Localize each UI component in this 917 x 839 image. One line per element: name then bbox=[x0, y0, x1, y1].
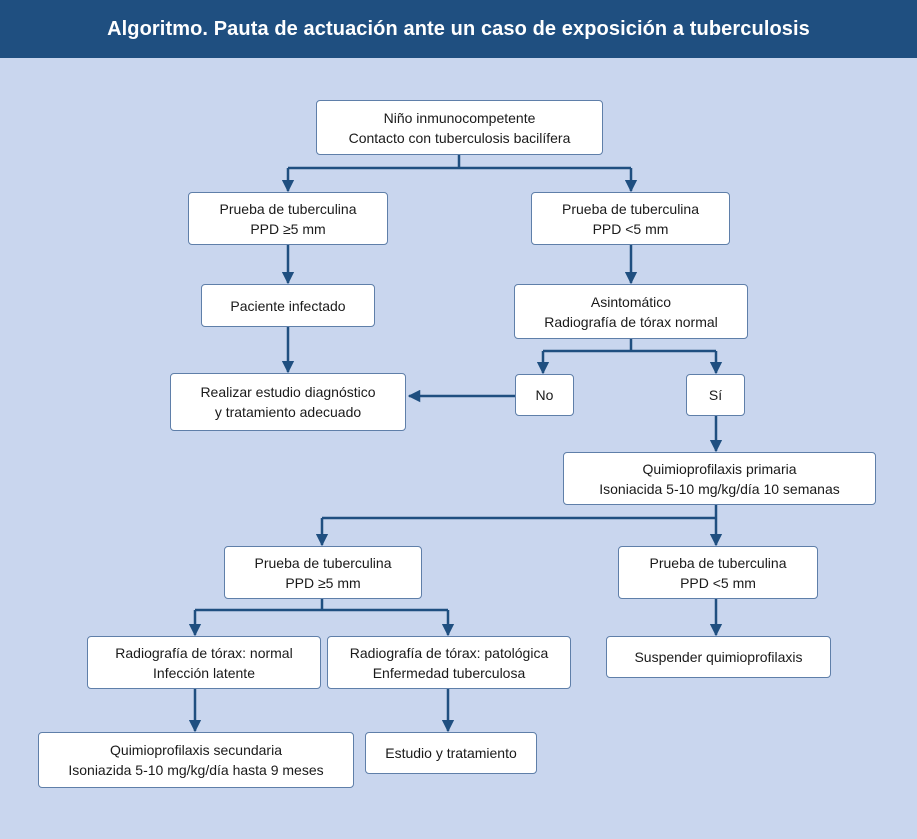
node-primary-prophylaxis-line1: Quimioprofilaxis primaria bbox=[642, 460, 797, 477]
node-asymptomatic: Asintomático Radiografía de tórax normal bbox=[514, 284, 748, 339]
connector-asymptomatic-split bbox=[543, 339, 716, 353]
node-start-line2: Contacto con tuberculosis bacilífera bbox=[348, 129, 571, 146]
node-ppd-neg-2-line2: PPD <5 mm bbox=[680, 574, 756, 591]
node-ppd-neg-1-line1: Prueba de tuberculina bbox=[562, 200, 699, 217]
node-ppd-neg-2-line1: Prueba de tuberculina bbox=[649, 554, 787, 571]
node-primary-prophylaxis-line2: Isoniacida 5-10 mg/kg/día 10 semanas bbox=[599, 480, 840, 497]
node-start: Niño inmunocompetente Contacto con tuber… bbox=[316, 100, 603, 155]
node-diagnostic-line2: y tratamiento adecuado bbox=[214, 404, 362, 420]
connector-primary-split bbox=[322, 505, 718, 520]
diagram-title: Algoritmo. Pauta de actuación ante un ca… bbox=[0, 0, 917, 58]
node-infected: Paciente infectado bbox=[201, 284, 375, 327]
node-ppd-neg-1-line2: PPD <5 mm bbox=[592, 220, 669, 237]
connector-ppd-pos-2-split bbox=[195, 599, 448, 612]
node-xray-normal: Radiografía de tórax: normal Infección l… bbox=[87, 636, 321, 689]
node-secondary-prophylaxis-line2: Isoniazida 5-10 mg/kg/día hasta 9 meses bbox=[68, 762, 324, 778]
node-no: No bbox=[515, 374, 574, 416]
node-suspend: Suspender quimioprofilaxis bbox=[606, 636, 831, 678]
node-ppd-pos-1: Prueba de tuberculina PPD ≥5 mm bbox=[188, 192, 388, 245]
node-suspend-line1: Suspender quimioprofilaxis bbox=[634, 649, 803, 665]
node-yes: Sí bbox=[686, 374, 745, 416]
node-xray-pathologic-line1: Radiografía de tórax: patológica bbox=[349, 644, 549, 661]
node-yes-line1: Sí bbox=[708, 387, 723, 403]
node-ppd-pos-1-line1: Prueba de tuberculina bbox=[219, 200, 357, 217]
node-no-line1: No bbox=[535, 387, 554, 403]
node-ppd-pos-2-line2: PPD ≥5 mm bbox=[285, 574, 361, 591]
node-asymptomatic-line2: Radiografía de tórax normal bbox=[544, 313, 718, 330]
connector-start-split bbox=[288, 155, 631, 170]
node-diagnostic-line1: Realizar estudio diagnóstico bbox=[200, 384, 376, 400]
node-xray-normal-line2: Infección latente bbox=[153, 664, 255, 681]
node-xray-normal-line1: Radiografía de tórax: normal bbox=[115, 644, 293, 661]
node-ppd-neg-1: Prueba de tuberculina PPD <5 mm bbox=[531, 192, 730, 245]
node-ppd-pos-2: Prueba de tuberculina PPD ≥5 mm bbox=[224, 546, 422, 599]
node-ppd-neg-2: Prueba de tuberculina PPD <5 mm bbox=[618, 546, 818, 599]
node-infected-line1: Paciente infectado bbox=[230, 297, 346, 314]
node-study-treatment-line1: Estudio y tratamiento bbox=[385, 745, 517, 761]
node-study-treatment: Estudio y tratamiento bbox=[365, 732, 537, 774]
node-diagnostic: Realizar estudio diagnóstico y tratamien… bbox=[170, 373, 406, 431]
node-xray-pathologic: Radiografía de tórax: patológica Enferme… bbox=[327, 636, 571, 689]
node-ppd-pos-1-line2: PPD ≥5 mm bbox=[250, 220, 326, 237]
node-primary-prophylaxis: Quimioprofilaxis primaria Isoniacida 5-1… bbox=[563, 452, 876, 505]
node-secondary-prophylaxis-line1: Quimioprofilaxis secundaria bbox=[110, 742, 282, 758]
node-ppd-pos-2-line1: Prueba de tuberculina bbox=[254, 554, 392, 571]
node-xray-pathologic-line2: Enfermedad tuberculosa bbox=[372, 664, 526, 681]
node-asymptomatic-line1: Asintomático bbox=[590, 293, 672, 310]
node-secondary-prophylaxis: Quimioprofilaxis secundaria Isoniazida 5… bbox=[38, 732, 354, 788]
node-start-line1: Niño inmunocompetente bbox=[383, 109, 536, 126]
